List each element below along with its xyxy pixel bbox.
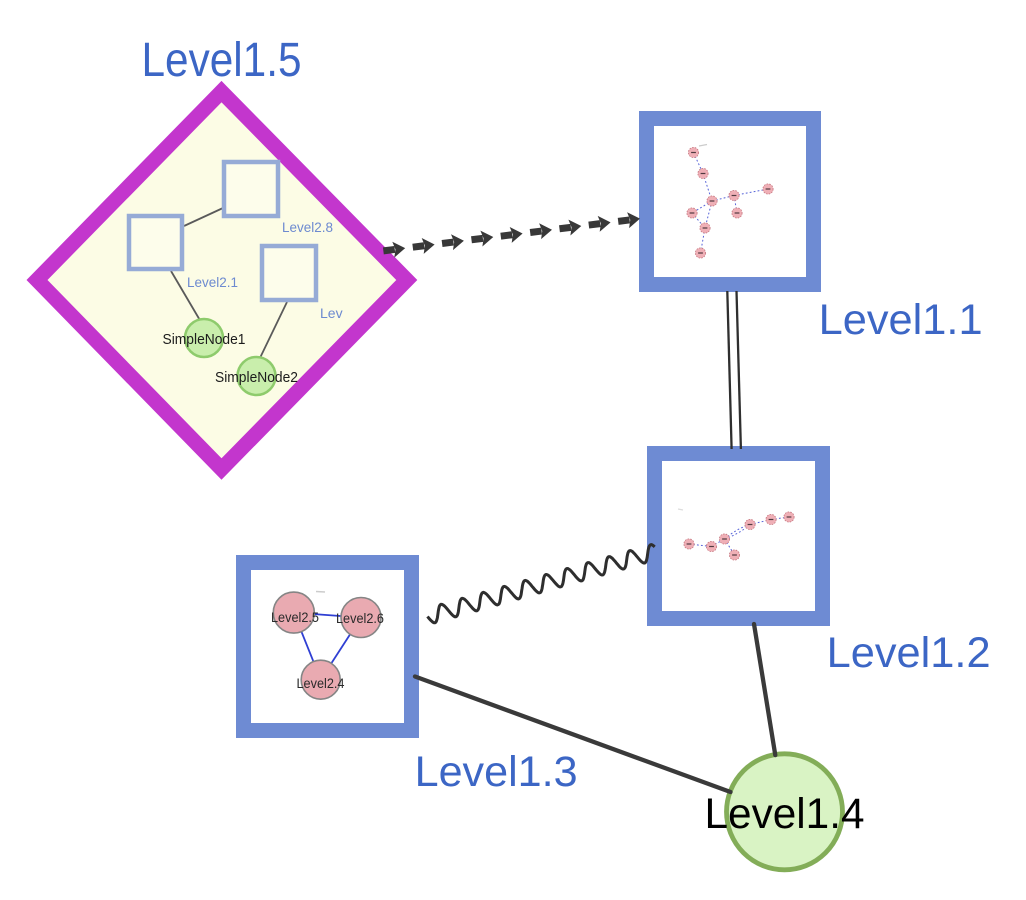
svg-text:Level2.6: Level2.6: [336, 611, 384, 626]
svg-text:Level1.4: Level1.4: [705, 790, 865, 838]
svg-text:SimpleNode1: SimpleNode1: [163, 332, 246, 348]
svg-text:Level1.5: Level1.5: [142, 34, 302, 87]
svg-text:Level1.2: Level1.2: [827, 629, 991, 677]
svg-text:Level2.5: Level2.5: [271, 610, 319, 625]
svg-text:Level1.3: Level1.3: [415, 748, 578, 796]
svg-text:Level2.4: Level2.4: [297, 676, 345, 691]
svg-text:SimpleNode2: SimpleNode2: [215, 370, 298, 386]
svg-text:Level2.8: Level2.8: [282, 219, 333, 235]
svg-text:Level2.1: Level2.1: [187, 274, 238, 290]
svg-text:Lev: Lev: [320, 305, 343, 321]
svg-text:Level1.1: Level1.1: [819, 296, 983, 344]
